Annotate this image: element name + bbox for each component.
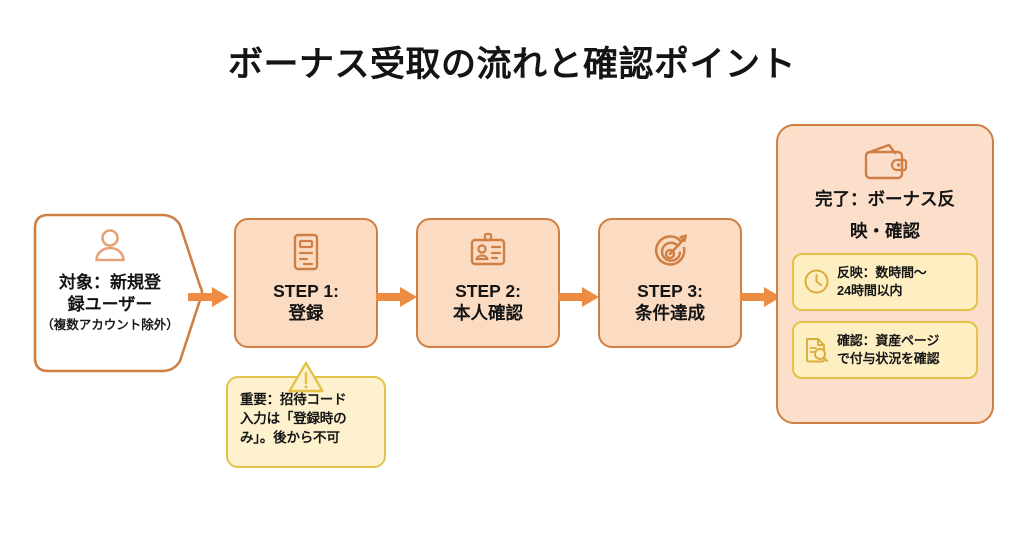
warning-callout: 重要：招待コード 入力は「登録時の み」。後から不可 [226,361,386,468]
step-box-1-registration: STEP 1: 登録 [234,218,378,348]
start-node-shape [33,213,204,373]
document-icon [293,233,319,271]
step-box-3-condition-achieved: STEP 3: 条件達成 [598,218,742,348]
result-card-1-line1: 反映：数時間～ [837,265,927,281]
result-card-1-line2: 24時間以内 [837,282,903,298]
warning-line-3: み」。後から不可 [240,430,340,446]
result-label-line1: 完了：ボーナス反 [815,189,955,209]
clock-icon [804,269,829,294]
arrow-start-to-step1 [188,287,229,307]
result-card-reflection-time: 反映：数時間～ 24時間以内 [792,252,978,311]
target-icon [654,234,688,266]
result-card-2-text: 確認：資産ページ で付与状況を確認 [837,332,940,367]
result-label-line2: 映・確認 [850,221,920,242]
step-3-label-line2: 条件達成 [635,303,705,324]
arrow-step1-to-step2 [376,287,417,307]
arrow-step3-to-result [740,287,781,307]
result-card-2-line1: 確認：資産ページ [837,333,940,349]
start-node-target-users: 対象：新規登 録ユーザー （複数アカウント除外） [32,212,204,374]
warning-triangle-icon [288,361,324,393]
result-panel-completion: 完了：ボーナス反 映・確認 反映：数時間～ 24時間以内 [776,124,994,424]
start-node-sublabel: （複数アカウント除外） [41,317,179,332]
person-icon [95,229,125,262]
result-card-1-text: 反映：数時間～ 24時間以内 [837,264,927,299]
step-box-2-identity-verification: STEP 2: 本人確認 [416,218,560,348]
arrow-step2-to-step3 [558,287,599,307]
start-node-label-line1: 対象：新規登 [59,273,161,292]
warning-line-2: 入力は「登録時の [240,411,347,427]
step-1-label-line2: 登録 [288,303,324,324]
step-3-label-line1: STEP 3: [637,281,703,301]
step-1-label-line1: STEP 1: [273,281,339,301]
page-title: ボーナス受取の流れと確認ポイント [227,45,796,84]
result-card-2-line2: で付与状況を確認 [837,350,940,366]
document-search-icon [806,338,829,363]
warning-line-1: 重要：招待コード [240,392,347,407]
start-node-content: 対象：新規登 録ユーザー （複数アカウント除外） [40,226,180,333]
wallet-icon [864,143,908,180]
id-card-icon [470,232,506,266]
step-2-label-line2: 本人確認 [453,303,523,324]
step-2-label-line1: STEP 2: [455,281,521,301]
result-card-confirm-assets: 確認：資産ページ で付与状況を確認 [792,320,978,379]
start-node-label-line2: 録ユーザー [67,294,153,314]
